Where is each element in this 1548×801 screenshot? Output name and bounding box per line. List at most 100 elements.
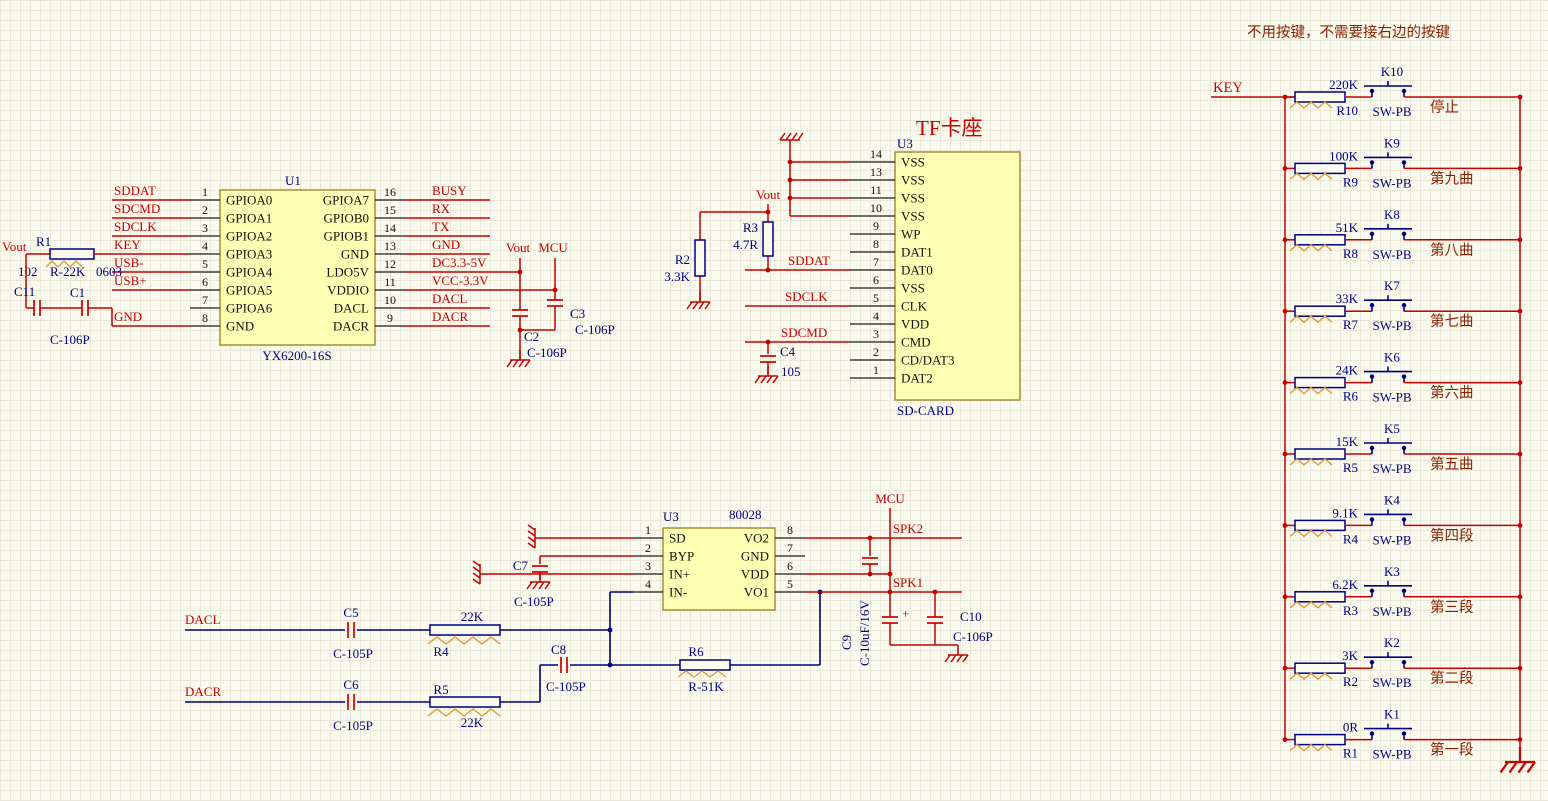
amp-right-pin-row[interactable]: 5 VO1 [744,577,805,600]
amp-left-pin-row[interactable]: 2 BYP [633,541,694,564]
push-button[interactable] [1364,366,1412,383]
tf-pin-row[interactable]: 14 VSS [850,147,925,170]
ground-symbol[interactable] [1499,745,1537,774]
ground-symbol[interactable] [779,132,804,151]
resistor-r5[interactable] [427,696,501,717]
capacitor-c4[interactable] [760,355,776,363]
amp-right-pin-row[interactable]: 6 VDD [741,559,805,582]
tf-pin-row[interactable]: 6 VSS [850,273,925,296]
u1-body[interactable] [219,189,376,346]
tf-pin-row[interactable]: 4 VDD [850,309,929,332]
ground-symbol[interactable] [944,644,969,663]
capacitor-c3[interactable] [547,299,563,307]
u1-left-pin-row[interactable]: 6 GPIOA5 USB+ [112,273,272,298]
resistor-body[interactable] [1289,519,1346,538]
amp-right-pin-row[interactable]: 8 VO2 [744,523,805,546]
capacitor-c9[interactable] [882,616,898,624]
u1-left-pin-row[interactable]: 8 GND GND [112,309,254,334]
ground-symbol[interactable] [686,291,711,310]
resistor-body[interactable] [1289,376,1346,395]
amp-left-pin-row[interactable]: 3 IN+ [633,559,690,582]
u1-right-pin-row[interactable]: 12 LDO5V DC3.3-5V [326,255,490,280]
resistor-body[interactable] [1289,234,1346,252]
resistor-r6[interactable] [677,659,731,678]
key-row[interactable]: 220K R10 K10 SW-PB 停止 [1282,64,1523,119]
ground-symbol[interactable] [472,560,491,585]
tf-pin-row[interactable]: 5 CLK [850,291,928,314]
key-row[interactable]: 9.1K R4 K4 SW-PB 第四段 [1282,492,1523,547]
resistor-body[interactable] [1289,448,1346,466]
resistor-body[interactable] [1289,662,1346,681]
tf-pin-row[interactable]: 2 CD/DAT3 [850,345,954,368]
capacitor-c10[interactable] [927,616,943,624]
tf-pin-row[interactable]: 8 DAT1 [850,237,933,260]
capacitor-c7[interactable] [532,565,548,573]
amp-left-pin-row[interactable]: 4 IN- [633,577,687,600]
u1-right-pin-row[interactable]: 9 DACR DACR [333,309,490,334]
net-label: SDCMD [114,201,160,216]
u1-right-pin-row[interactable]: 14 GPIOB1 TX [323,219,490,244]
tf-pin-row[interactable]: 11 VSS [850,183,925,206]
push-button[interactable] [1364,152,1412,169]
resistor-body[interactable] [1289,733,1346,752]
pin-name: VO1 [744,585,769,600]
tf-pin-row[interactable]: 9 WP [850,219,921,242]
capacitor-c8[interactable] [560,657,568,673]
c1-designator: C1 [70,285,85,300]
c10-designator: C10 [960,609,982,624]
net-label-spk1: SPK1 [893,575,923,590]
amp-left-pin-row[interactable]: 1 SD [633,523,686,546]
push-button[interactable] [1364,223,1412,240]
u1-right-pin-row[interactable]: 11 VDDIO VCC-3.3V [327,273,490,298]
u1-left-pin-row[interactable]: 5 GPIOA4 USB- [112,255,273,280]
resistor-body[interactable] [1289,162,1346,181]
push-button[interactable] [1364,652,1412,669]
ground-symbol[interactable] [527,524,546,549]
resistor-body[interactable] [1289,591,1346,609]
key-row[interactable]: 3K R2 K2 SW-PB 第二段 [1282,635,1523,690]
key-row[interactable]: 51K R8 K8 SW-PB 第八曲 [1282,207,1523,262]
u1-left-pin-row[interactable]: 7 GPIOA6 [190,293,273,316]
resistor-r4[interactable] [427,624,501,645]
tf-pin-row[interactable]: 10 VSS [850,201,925,224]
push-button[interactable] [1364,723,1412,740]
tf-pin-row[interactable]: 1 DAT2 [850,363,933,386]
resistor-body[interactable] [1289,305,1346,324]
capacitor-c1[interactable] [81,300,89,316]
u1-left-pin-row[interactable]: 2 GPIOA1 SDCMD [112,201,272,226]
u1-right-pin-row[interactable]: 15 GPIOB0 RX [323,201,490,226]
u1-right-pin-row[interactable]: 16 GPIOA7 BUSY [323,183,490,208]
u1-left-pin-row[interactable]: 3 GPIOA2 SDCLK [112,219,272,244]
key-row[interactable]: 15K R5 K5 SW-PB 第五曲 [1282,421,1523,476]
push-button[interactable] [1364,81,1412,97]
u1-left-pin-row[interactable]: 1 GPIOA0 SDDAT [112,183,272,208]
push-button[interactable] [1364,580,1412,597]
key-row[interactable]: 24K R6 K6 SW-PB 第六曲 [1282,350,1523,405]
net-label: BUSY [432,183,467,198]
resistor-r2[interactable] [694,239,706,277]
push-button[interactable] [1364,438,1412,454]
key-row[interactable]: 100K R9 K9 SW-PB 第九曲 [1282,135,1523,190]
capacitor-c6[interactable] [347,694,355,710]
tf-pin-row[interactable]: 7 DAT0 [850,255,933,278]
amp-right-pin-row[interactable]: 7 GND [741,541,805,564]
key-row[interactable]: 33K R7 K7 SW-PB 第七曲 [1282,278,1523,333]
push-button[interactable] [1364,509,1412,526]
tf-pin-row[interactable]: 13 VSS [850,165,925,188]
pin-number: 6 [202,275,208,289]
ground-symbol[interactable] [754,365,779,384]
tf-pin-row[interactable]: 3 CMD [850,327,931,350]
push-button[interactable] [1364,295,1412,312]
key-row[interactable]: 0R R1 K1 SW-PB 第一段 [1282,707,1523,762]
capacitor-c5[interactable] [347,622,355,638]
amp-body[interactable] [662,527,776,611]
tf-body[interactable] [894,151,1021,401]
key-row[interactable]: 6.2K R3 K3 SW-PB 第三段 [1282,564,1523,619]
resistor-r3[interactable] [762,221,774,257]
u1-right-pin-row[interactable]: 10 DACL DACL [334,291,490,316]
u1-right-pin-row[interactable]: 13 GND GND [341,237,490,262]
capacitor-bootstrap[interactable] [862,557,878,565]
capacitor-c11[interactable] [33,300,41,316]
capacitor-c2[interactable] [512,309,528,317]
u1-left-pin-row[interactable]: 4 GPIOA3 KEY [112,237,272,262]
